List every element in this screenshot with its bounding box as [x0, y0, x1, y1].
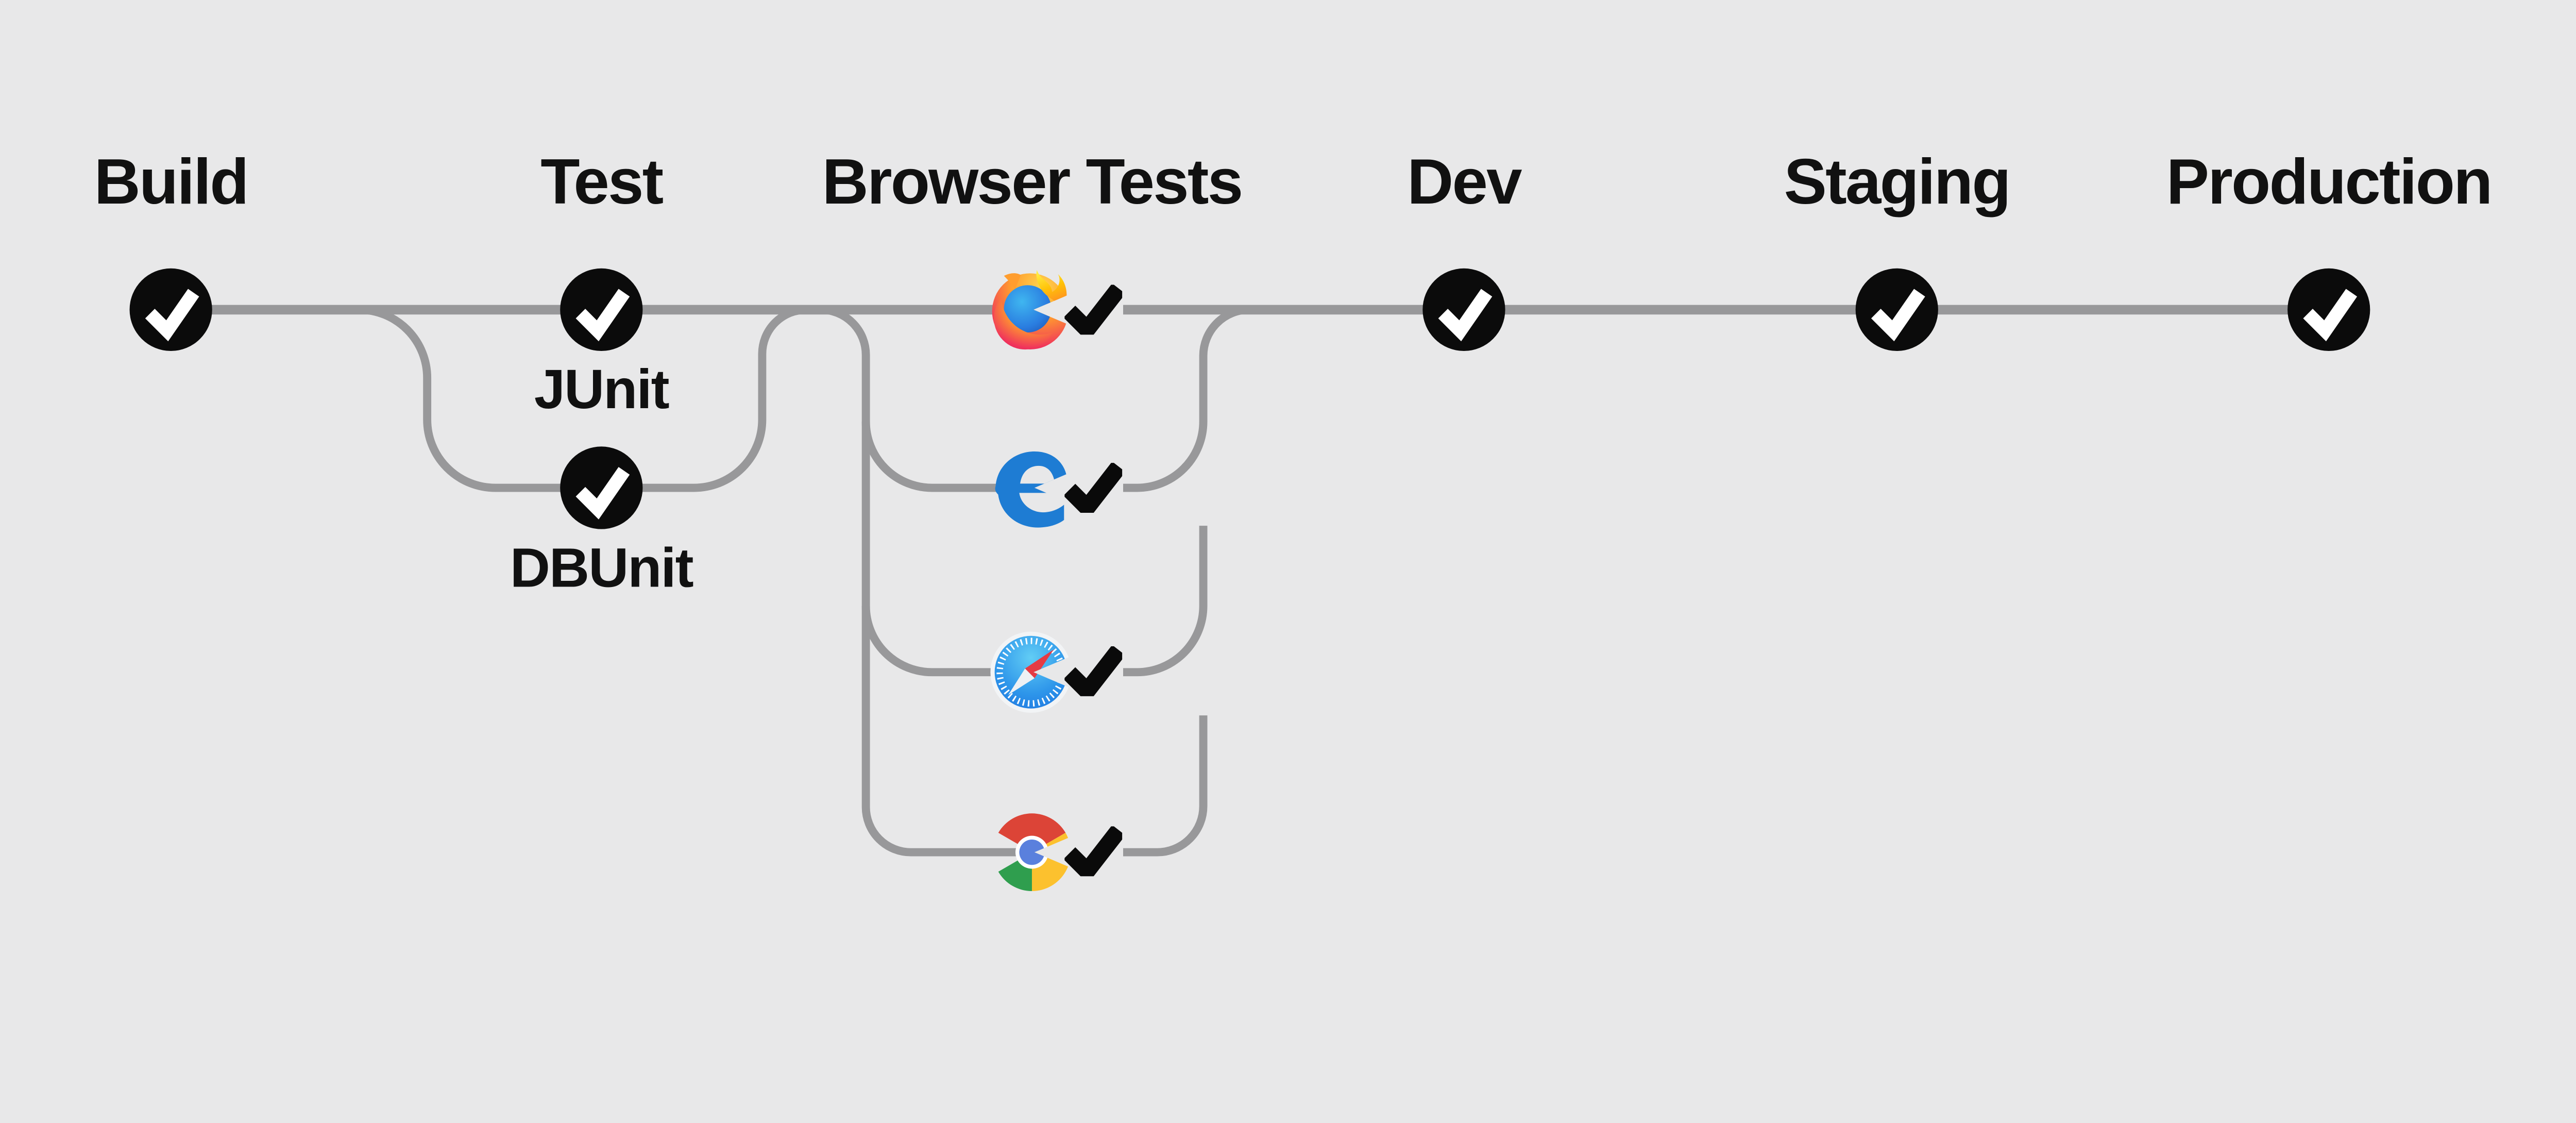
- check-icon: [1871, 289, 1925, 342]
- stage-label-build: Build: [94, 146, 249, 218]
- stage-label-production: Production: [2166, 146, 2493, 218]
- check-icon: [2303, 289, 2358, 342]
- edge-check-icon: [1063, 461, 1126, 521]
- firefox-check-icon: [1063, 283, 1126, 342]
- stage-node-test-dbunit: [560, 446, 643, 529]
- stage-node-dev: [1422, 268, 1505, 351]
- junit-label: JUnit: [534, 358, 670, 421]
- dbunit-label: DBUnit: [510, 536, 694, 599]
- pipeline-diagram: Build Test Browser Tests Dev Staging Pro…: [94, 146, 2493, 892]
- check-icon: [1438, 289, 1493, 342]
- stage-node-build: [129, 268, 212, 351]
- page: Build Test Browser Tests Dev Staging Pro…: [94, 146, 2493, 892]
- safari-check-icon: [1063, 645, 1126, 704]
- pipeline-lines: [171, 305, 2329, 857]
- edge-icon: [990, 446, 1074, 530]
- safari-branch-left: [861, 606, 1032, 677]
- stage-label-browser-tests: Browser Tests: [822, 146, 1244, 218]
- check-icon: [575, 467, 630, 519]
- stage-label-dev: Dev: [1407, 146, 1522, 218]
- check-icon: [575, 289, 630, 342]
- safari-branch-right: [1123, 526, 1208, 677]
- stage-node-test-junit: [560, 268, 643, 351]
- stage-node-staging: [1855, 268, 1938, 351]
- chrome-check-icon: [1063, 825, 1126, 884]
- stage-node-production: [2287, 268, 2370, 351]
- chrome-branch-right: [1123, 715, 1208, 857]
- check-icon: [145, 289, 199, 342]
- dbunit-branch-line: [359, 305, 807, 492]
- stage-label-test: Test: [540, 146, 664, 218]
- edge-branch-left: [861, 421, 1032, 492]
- edge-branch-right: [1123, 305, 1250, 492]
- browser-trunk-left: [820, 305, 1032, 857]
- stage-label-staging: Staging: [1784, 146, 2011, 218]
